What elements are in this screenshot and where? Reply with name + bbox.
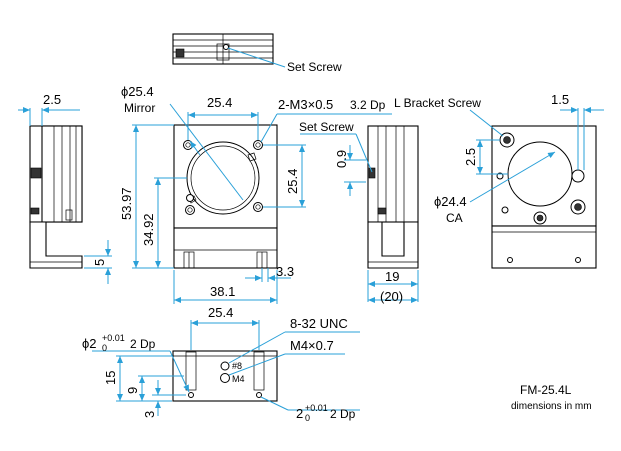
pin-right-dia: 2 xyxy=(296,406,303,421)
unc-label: 8-32 UNC xyxy=(290,316,348,331)
dim-side-left-base: 5 xyxy=(92,259,107,266)
set-screw-top-label: Set Screw xyxy=(287,60,342,74)
bottom-view: #8 M4 25.4 8-32 UNC M4×0.7 ϕ2 +0.01 0 2 … xyxy=(82,305,360,423)
dim-front-right-height: 25.4 xyxy=(285,169,300,194)
front-view: ϕ25.4 Mirror 25.4 2-M3×0.5 3.2 Dp 25.4 5… xyxy=(119,84,392,304)
units-note: dimensions in mm xyxy=(511,401,592,412)
dim-side-right-gap: 0.9 xyxy=(334,150,349,168)
dim-side-right-depth: 19 xyxy=(385,269,399,284)
ca-dia-label: ϕ24.4 xyxy=(434,194,467,209)
tap-holes-label: 2-M3×0.5 xyxy=(278,97,333,112)
dim-side-left-width: 2.5 xyxy=(43,92,61,107)
dim-bottom-height: 15 xyxy=(103,371,118,385)
model-label: FM-25.4L xyxy=(520,383,572,397)
dim-front-width-top: 25.4 xyxy=(207,95,232,110)
pin-left-dia: ϕ2 xyxy=(82,336,97,351)
l-bracket-screw-label: L Bracket Screw xyxy=(394,96,481,110)
ca-label: CA xyxy=(446,211,463,225)
dim-bottom-low: 3 xyxy=(142,411,157,418)
pin-right-tol-up: +0.01 xyxy=(305,403,328,413)
pin-left-depth: 2 Dp xyxy=(130,337,156,351)
mark-m4-label: M4 xyxy=(232,374,245,384)
dim-back-offset-h: 1.5 xyxy=(551,92,569,107)
set-screw-side-label: Set Screw xyxy=(299,120,354,134)
tap-depth-label: 3.2 Dp xyxy=(350,98,386,112)
dim-bottom-width: 25.4 xyxy=(208,305,233,320)
top-view: Set Screw xyxy=(172,33,342,74)
pin-right-depth: 2 Dp xyxy=(330,407,356,421)
dim-front-bottom-width: 38.1 xyxy=(210,284,235,299)
dim-side-right-depth-ref: (20) xyxy=(380,289,403,304)
dim-front-bottom-small: 3.3 xyxy=(276,264,294,279)
dim-bottom-mid: 9 xyxy=(125,387,140,394)
left-side-view: 2.5 5 xyxy=(18,92,112,284)
pin-left-tol-up: +0.01 xyxy=(102,333,125,343)
dim-back-offset-v: 2.5 xyxy=(463,148,478,166)
mirror-dia-label: ϕ25.4 xyxy=(121,84,154,99)
mirror-label: Mirror xyxy=(124,101,155,115)
mark-8-label: #8 xyxy=(232,361,242,371)
pin-left-tol-low: 0 xyxy=(102,343,107,353)
dim-front-height-center: 34.92 xyxy=(141,213,156,246)
m4-label: M4×0.7 xyxy=(290,338,334,353)
right-side-view: Set Screw 0.9 19 (20) xyxy=(299,120,419,304)
pin-right-tol-low: 0 xyxy=(305,413,310,423)
back-view: L Bracket Screw 1.5 2.5 ϕ24.4 CA xyxy=(394,92,604,269)
dim-front-height-total: 53.97 xyxy=(119,187,134,220)
